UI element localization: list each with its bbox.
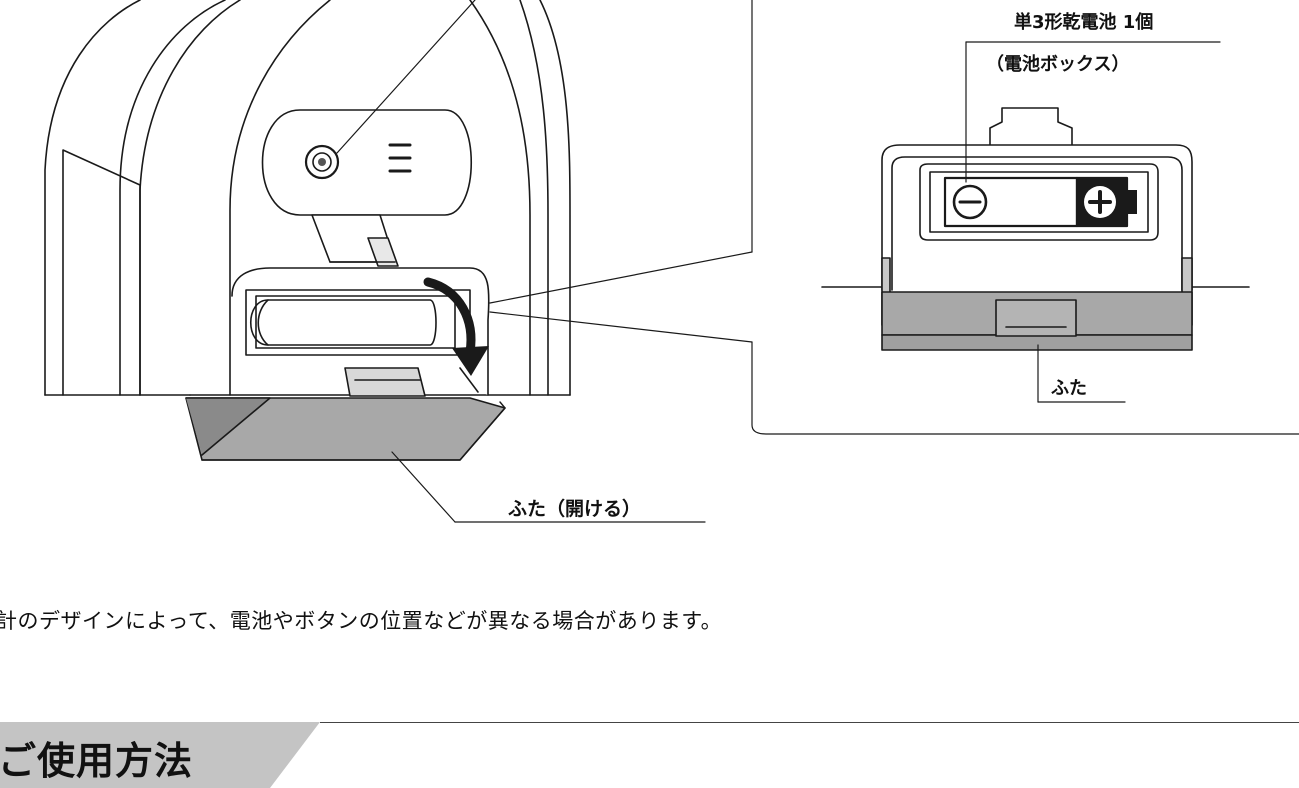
clock-battery-figure	[44, 0, 1299, 523]
lid-catch	[344, 367, 479, 397]
open-lid	[185, 397, 706, 523]
latch	[311, 214, 401, 271]
adjustment-knob-icon	[304, 0, 476, 180]
section-rule	[320, 722, 1299, 723]
battery-box-label: （電池ボックス）	[986, 54, 1130, 75]
open-arrow-icon	[423, 277, 489, 376]
battery-box-detail	[821, 41, 1250, 403]
clock-body	[44, 0, 571, 396]
control-window	[261, 109, 473, 216]
design-note: 計のデザインによって、電池やボタンの位置などが異なる場合があります。	[0, 609, 723, 633]
section-tab	[0, 722, 320, 788]
battery-label: 単3形乾電池 1個	[1014, 12, 1154, 33]
lid-label: ふた	[1051, 378, 1087, 399]
battery-plus-icon	[1084, 186, 1116, 218]
section-title: ご使用方法	[0, 739, 194, 783]
battery-minus-icon	[952, 184, 988, 220]
callout-lines	[489, 0, 1299, 435]
lid-open-label: ふた（開ける）	[508, 498, 642, 520]
